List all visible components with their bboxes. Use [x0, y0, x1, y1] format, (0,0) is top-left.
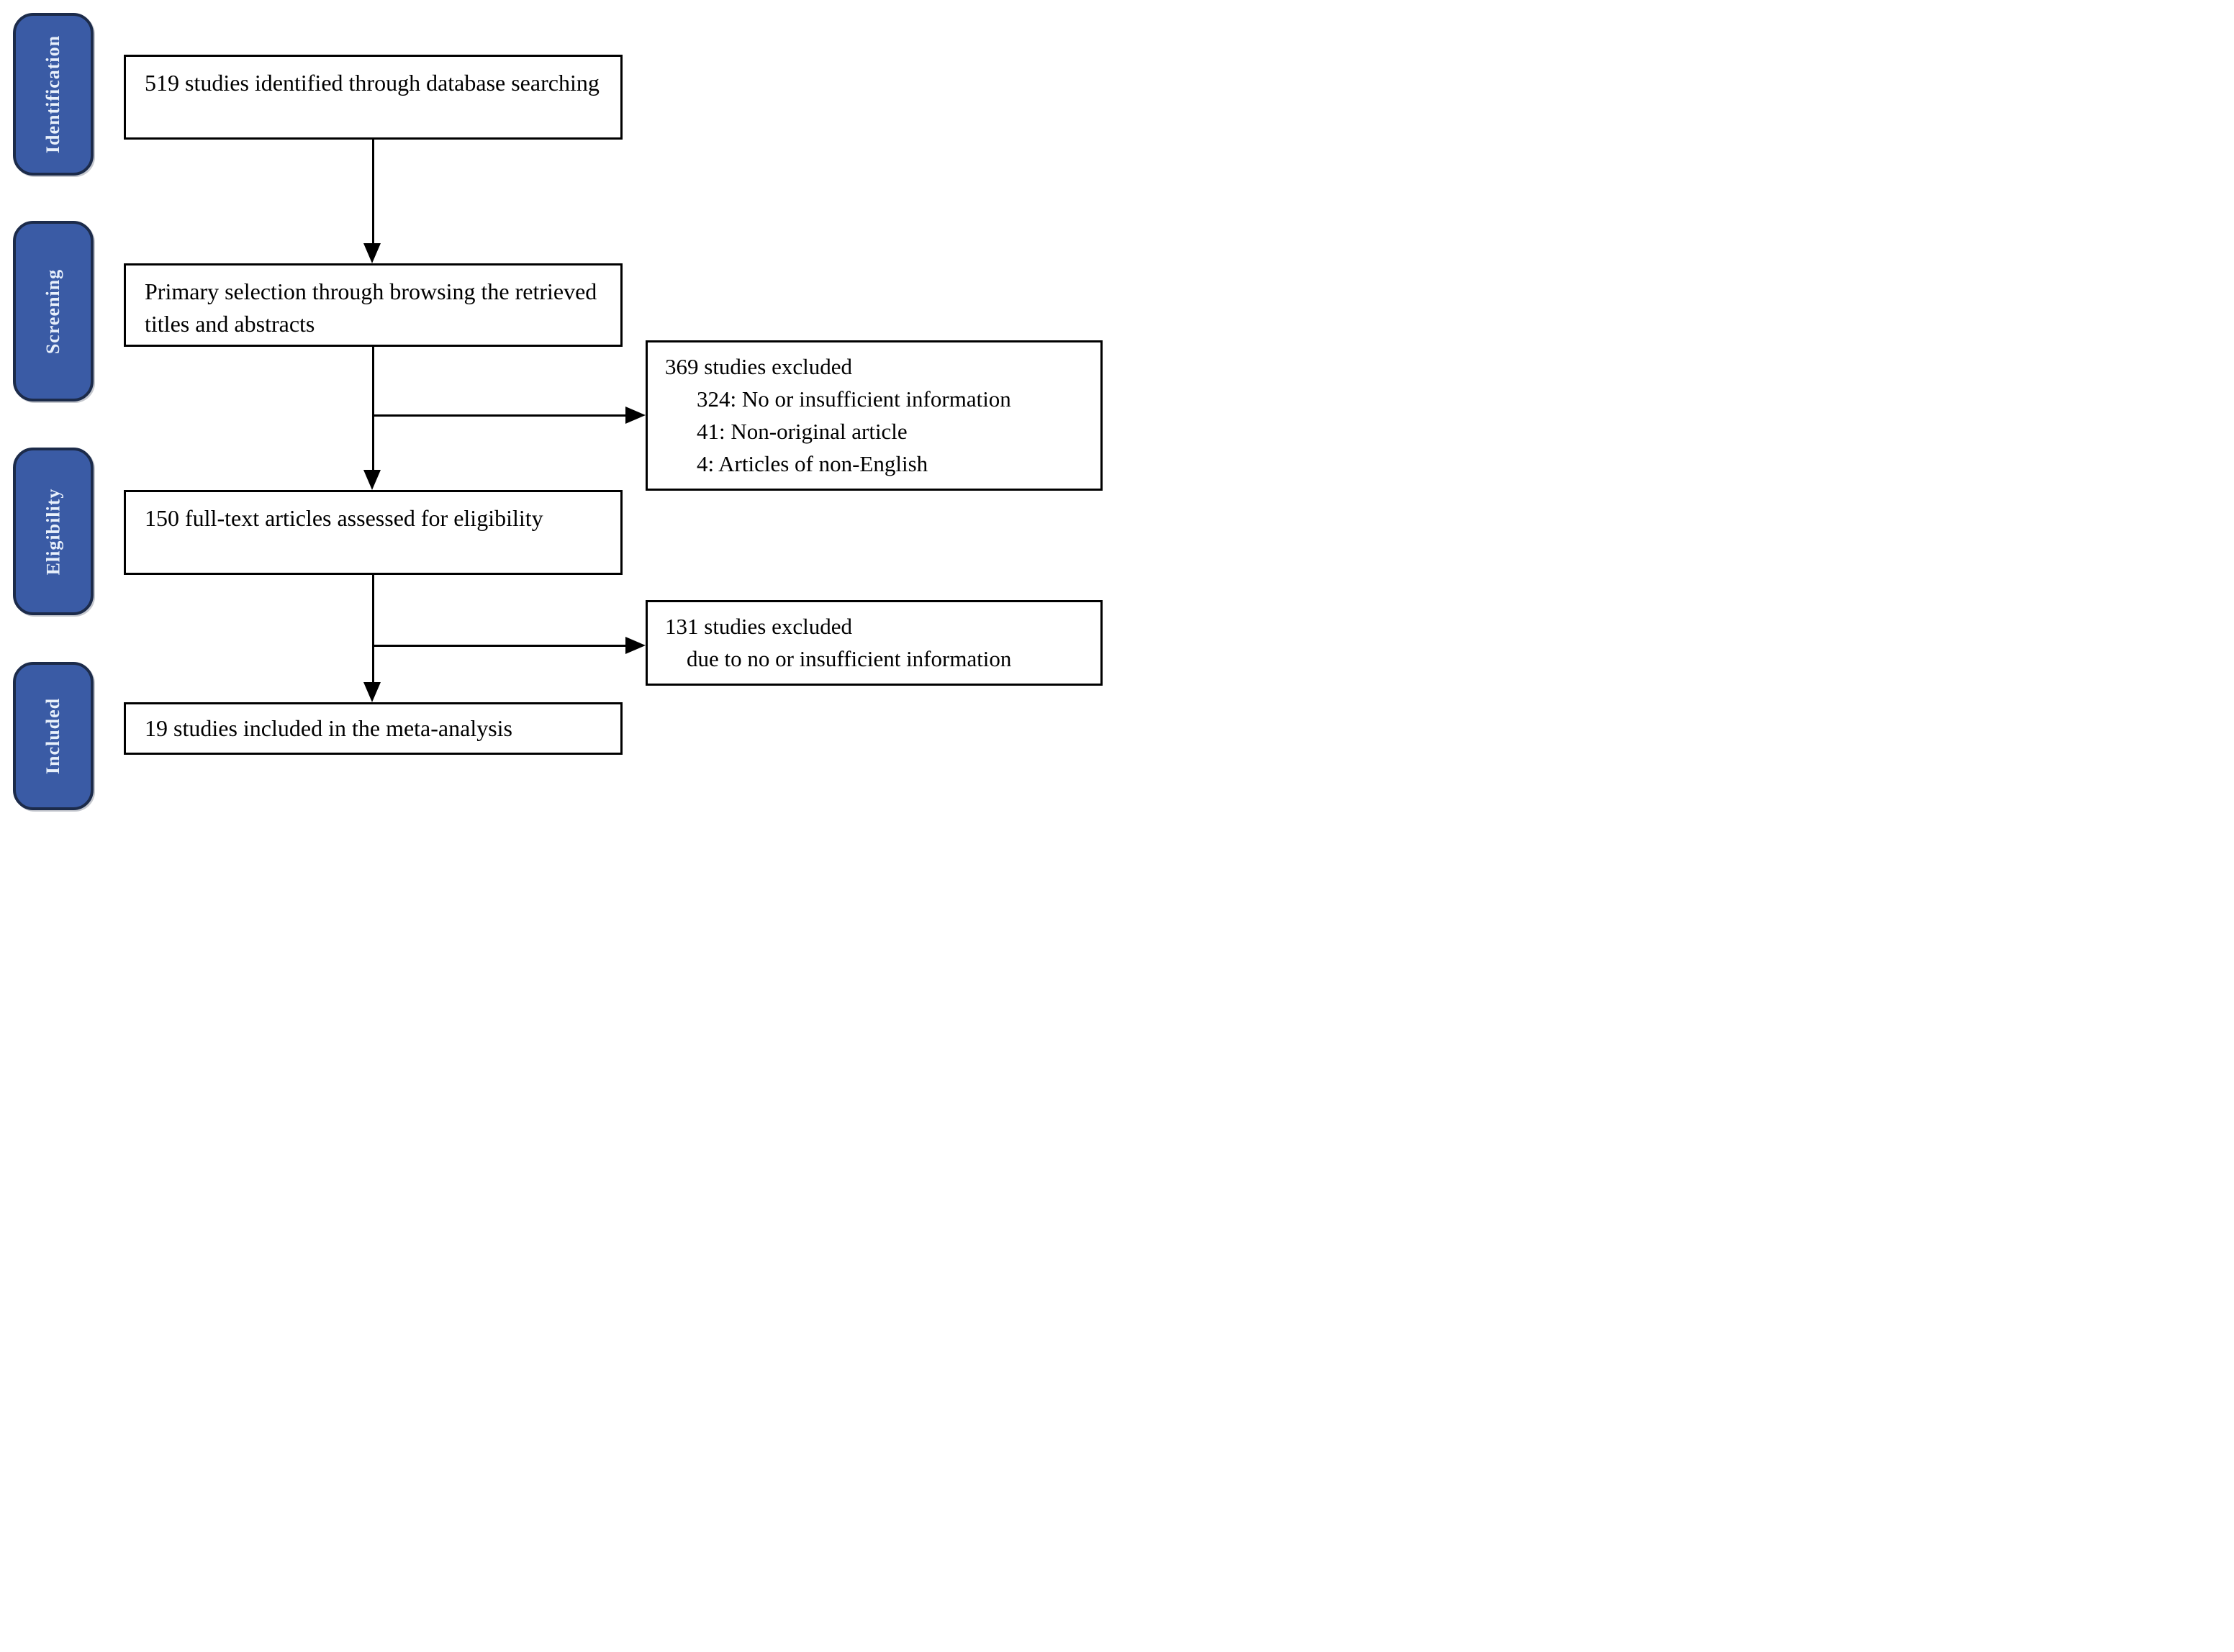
- exclusion-box-eligibility-title: 131 studies excluded: [665, 614, 853, 639]
- exclusion-reason: due to no or insufficient information: [687, 645, 1012, 671]
- connector-line-primary-to-excluded: [372, 414, 628, 417]
- flow-box-fulltext-assessed-text: 150 full-text articles assessed for elig…: [145, 505, 543, 531]
- connector-line-primary-to-fulltext: [372, 347, 374, 471]
- exclusion-reason: 324: No or insufficient information: [697, 386, 1011, 412]
- flow-box-included-meta-analysis-text: 19 studies included in the meta-analysis: [145, 715, 512, 741]
- exclusion-box-screening: 369 studies excluded 324: No or insuffic…: [646, 340, 1103, 491]
- arrowhead-right-icon: [625, 637, 646, 654]
- stage-box-eligibility: Eligibility: [13, 448, 94, 615]
- flow-box-identified-text: 519 studies identified through database …: [145, 70, 600, 96]
- arrowhead-down-icon: [363, 682, 381, 702]
- exclusion-reason: 4: Articles of non-English: [697, 450, 928, 476]
- prisma-flow-diagram: Identification Screening Eligibility Inc…: [0, 0, 1117, 826]
- stage-box-included: Included: [13, 662, 94, 810]
- flow-box-identified: 519 studies identified through database …: [124, 55, 623, 140]
- flow-box-fulltext-assessed: 150 full-text articles assessed for elig…: [124, 490, 623, 575]
- stage-label-identification: Identification: [42, 35, 64, 154]
- arrowhead-down-icon: [363, 470, 381, 490]
- exclusion-reason: 41: Non-original article: [697, 418, 908, 444]
- connector-line-fulltext-to-included: [372, 575, 374, 684]
- arrowhead-right-icon: [625, 407, 646, 424]
- flow-box-included-meta-analysis: 19 studies included in the meta-analysis: [124, 702, 623, 755]
- stage-label-eligibility: Eligibility: [42, 488, 63, 575]
- stage-box-identification: Identification: [13, 13, 94, 176]
- flow-box-primary-selection-text: Primary selection through browsing the r…: [145, 278, 597, 337]
- flow-box-primary-selection: Primary selection through browsing the r…: [124, 263, 623, 347]
- stage-box-screening: Screening: [13, 221, 94, 401]
- stage-label-screening: Screening: [42, 268, 64, 354]
- exclusion-box-eligibility: 131 studies excluded due to no or insuff…: [646, 600, 1103, 686]
- connector-line-identified-to-primary: [372, 140, 374, 245]
- stage-label-included: Included: [42, 697, 64, 775]
- arrowhead-down-icon: [363, 243, 381, 263]
- exclusion-box-screening-title: 369 studies excluded: [665, 354, 853, 379]
- connector-line-fulltext-to-excluded: [372, 645, 628, 647]
